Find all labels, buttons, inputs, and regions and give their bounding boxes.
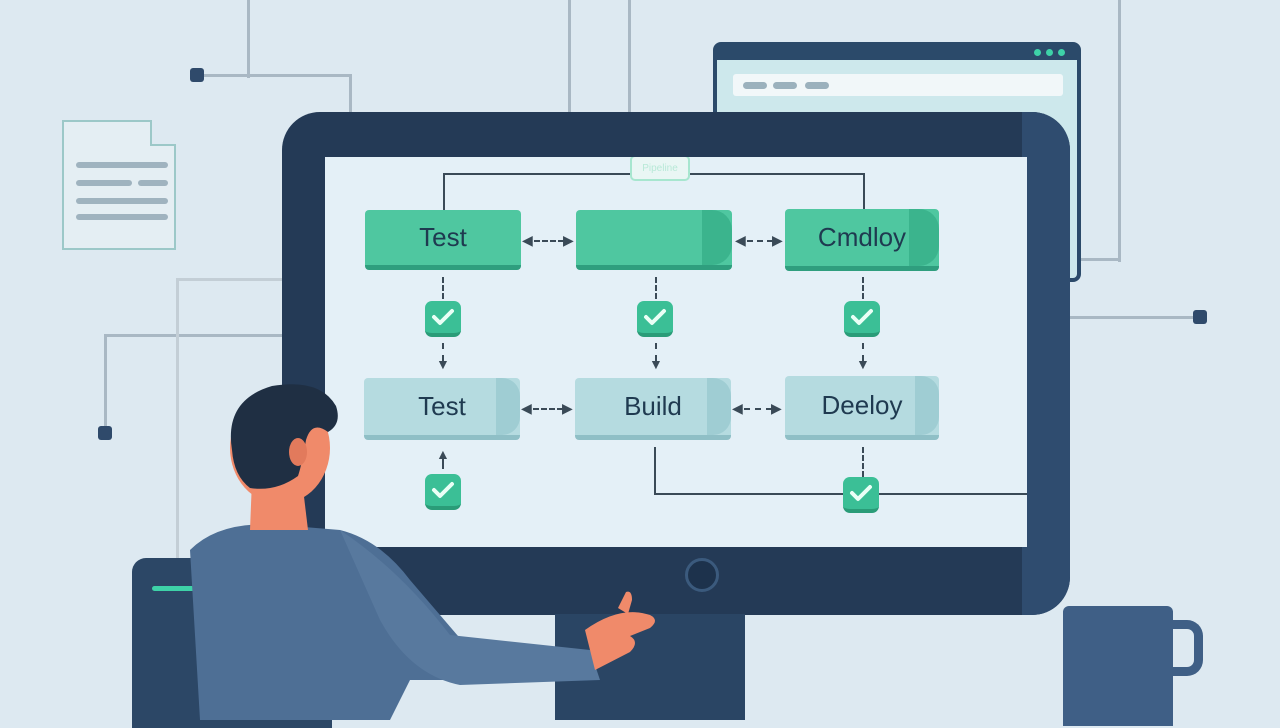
connector-node-icon [190, 68, 204, 82]
connector-line [442, 277, 444, 299]
arrow-left: ◀ [521, 400, 532, 416]
check-icon [843, 477, 879, 513]
connector-node-icon [1193, 310, 1207, 324]
stage-box[interactable]: Test [364, 378, 520, 440]
stage-box[interactable]: Build [575, 378, 731, 440]
check-icon [844, 301, 880, 337]
stage-label: Test [418, 391, 466, 421]
connector-line [862, 447, 864, 477]
check-icon [425, 474, 461, 510]
connector-line [533, 408, 563, 410]
document-icon [62, 120, 176, 250]
monitor: Pipeline Test Cmdloy ◀ ▶ ◀ ▶ [282, 112, 1070, 615]
stage-box[interactable]: Cmdloy [785, 209, 939, 271]
bg-connector [628, 0, 631, 112]
bg-connector [104, 334, 107, 432]
arrow-left: ◀ [522, 232, 533, 248]
arrow-down: ▼ [436, 356, 450, 372]
arrow-down: ▼ [649, 356, 663, 372]
bg-connector [176, 278, 284, 281]
stage-box[interactable] [576, 210, 732, 270]
connector-line [862, 277, 864, 299]
connector-line [442, 343, 444, 361]
pipeline-screen: Pipeline Test Cmdloy ◀ ▶ ◀ ▶ [325, 157, 1027, 547]
arrow-left: ◀ [732, 400, 743, 416]
monitor-button [685, 558, 719, 592]
stage-label: Deeloy [821, 390, 903, 420]
stage-box[interactable]: Test [365, 210, 521, 270]
person-illustration [190, 384, 655, 720]
arrow-right: ▶ [563, 232, 574, 248]
connector-line [654, 447, 656, 495]
bg-connector [1118, 0, 1121, 262]
connector-line [747, 240, 773, 242]
connector-line [862, 343, 864, 361]
bg-connector [176, 278, 179, 558]
bg-connector [104, 334, 284, 337]
stage-label: Build [624, 391, 682, 421]
bg-connector [197, 74, 352, 77]
coffee-mug-icon [1063, 606, 1203, 726]
connector-line [443, 173, 445, 211]
bg-connector [349, 74, 352, 114]
connector-line [655, 277, 657, 299]
connector-line [442, 459, 444, 469]
bg-connector [1080, 258, 1121, 261]
arrow-down: ▼ [856, 356, 870, 372]
arrow-right: ▶ [772, 232, 783, 248]
stage-box[interactable]: Deeloy [785, 376, 939, 440]
arrow-left: ◀ [735, 232, 746, 248]
bg-connector [568, 0, 571, 112]
connector-line [655, 343, 657, 361]
check-icon [425, 301, 461, 337]
connector-line [744, 408, 772, 410]
connector-node-icon [98, 426, 112, 440]
pipeline-tag: Pipeline [630, 157, 690, 181]
stage-label: Test [419, 222, 467, 252]
connector-line [654, 493, 1027, 495]
check-icon [637, 301, 673, 337]
connector-line [863, 173, 865, 211]
bg-connector [247, 0, 250, 78]
stage-label: Cmdloy [817, 222, 907, 252]
connector-line [534, 240, 564, 242]
arrow-right: ▶ [562, 400, 573, 416]
arrow-up: ▲ [436, 446, 450, 462]
arrow-right: ▶ [771, 400, 782, 416]
bg-connector [1070, 316, 1200, 319]
